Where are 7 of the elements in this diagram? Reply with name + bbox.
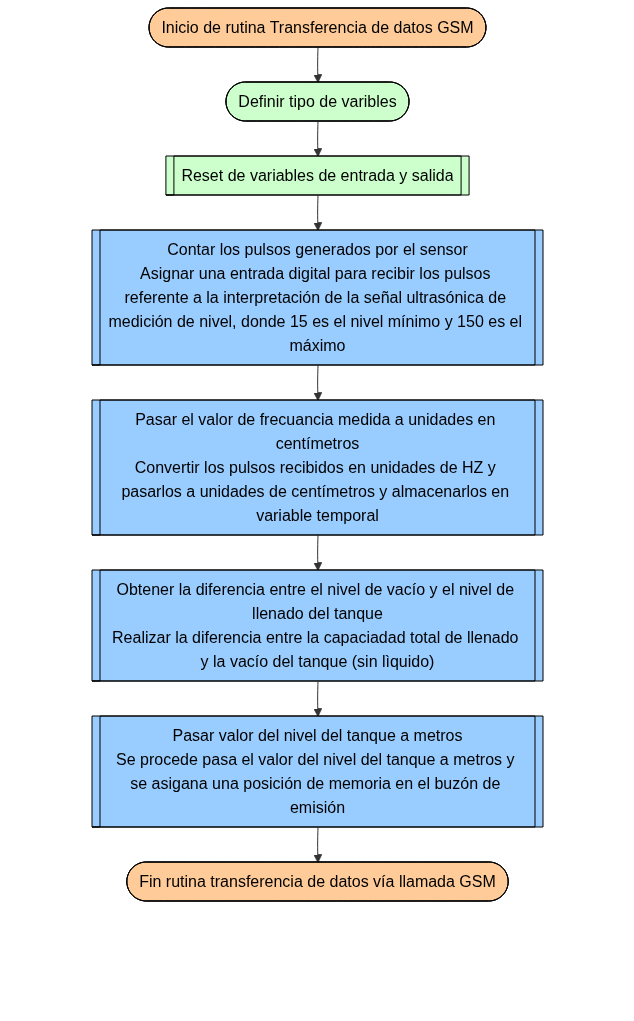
- arrow: [312, 47, 322, 83]
- arrow: [312, 195, 322, 231]
- arrow: [312, 535, 322, 571]
- arrow: [312, 827, 322, 863]
- arrow: [312, 681, 322, 717]
- arrow: [312, 365, 322, 401]
- arrow: [312, 121, 322, 157]
